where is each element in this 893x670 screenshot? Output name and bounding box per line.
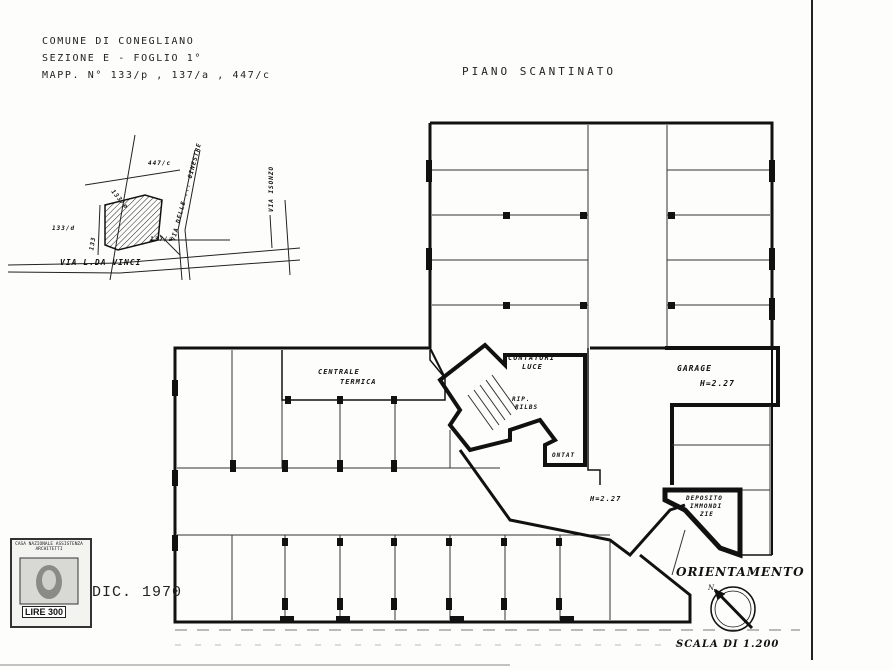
road-edge	[284, 199, 291, 276]
parcel-133d: 133/d	[52, 225, 76, 232]
label-garage-height: H=2.27	[700, 379, 735, 388]
diagonal-wall	[429, 347, 446, 379]
road-edge	[7, 247, 301, 266]
stair-treads	[467, 374, 518, 431]
street-label-isonzo: VIA ISONZO	[268, 165, 275, 212]
road-edge	[269, 214, 273, 249]
parcel-line	[84, 169, 181, 186]
north-letter: N	[707, 584, 715, 592]
title-line-2: SEZIONE E - FOGLIO 1°	[42, 53, 203, 64]
upper-parking-grid	[432, 125, 770, 348]
road-edge	[177, 149, 196, 281]
label-contatori: CONTATORI	[508, 354, 555, 362]
title-line-1: COMUNE DI CONEGLIANO	[42, 36, 195, 47]
orientation-label: ORIENTAMENTO	[676, 565, 805, 579]
revenue-stamp: CASA NAZIONALE ASSISTENZA ARCHITETTI LIR…	[10, 538, 92, 628]
parcel-line	[159, 234, 181, 256]
street-label-vinci: VIA L.DA VINCI	[60, 258, 142, 267]
parcel-line	[97, 204, 101, 256]
date-stamp: DIC. 1970	[92, 584, 183, 601]
leader-line	[671, 529, 686, 576]
upper-pillars	[426, 160, 775, 320]
label-termica: TERMICA	[340, 378, 377, 386]
label-centrale: CENTRALE	[318, 368, 360, 376]
garage-room	[665, 346, 780, 485]
centrale-termica-room	[281, 350, 446, 401]
parcel-447: 447/c	[148, 160, 172, 167]
lower-pillars	[172, 380, 574, 622]
label-zie: ZIE	[700, 511, 714, 518]
title-line-3: MAPP. N° 133/p , 137/a , 447/c	[42, 70, 271, 81]
scale-label: SCALA DI 1.200	[676, 639, 780, 650]
road-edge	[184, 149, 201, 281]
lower-parking-grid	[177, 350, 611, 620]
parcel-137: 137/a	[150, 236, 174, 243]
central-boundary-wall	[458, 449, 686, 558]
right-partitions	[672, 405, 771, 555]
site-map	[7, 134, 301, 281]
north-arrow	[710, 586, 756, 632]
label-deposito: DEPOSITO	[686, 495, 723, 502]
label-main-height: H=2.27	[590, 495, 622, 503]
plan-title: PIANO SCANTINATO	[462, 65, 616, 78]
label-garage: GARAGE	[677, 364, 712, 373]
label-luce: LUCE	[522, 363, 543, 371]
corridor-wall	[587, 348, 601, 485]
building-footprint	[104, 194, 163, 251]
label-rilbs: RILBS	[515, 404, 539, 411]
stamp-value: LIRE 300	[22, 606, 67, 618]
road-edge	[7, 259, 301, 274]
stamp-text: CASA NAZIONALE ASSISTENZA ARCHITETTI	[15, 542, 83, 552]
stair-core	[437, 342, 587, 467]
label-rip: RIP.	[512, 396, 531, 403]
label-immondi: IMMONDI	[690, 503, 723, 510]
stamp-portrait	[19, 557, 79, 605]
deposito-room	[662, 487, 743, 559]
label-contatori-small: ONTAT	[552, 452, 576, 459]
